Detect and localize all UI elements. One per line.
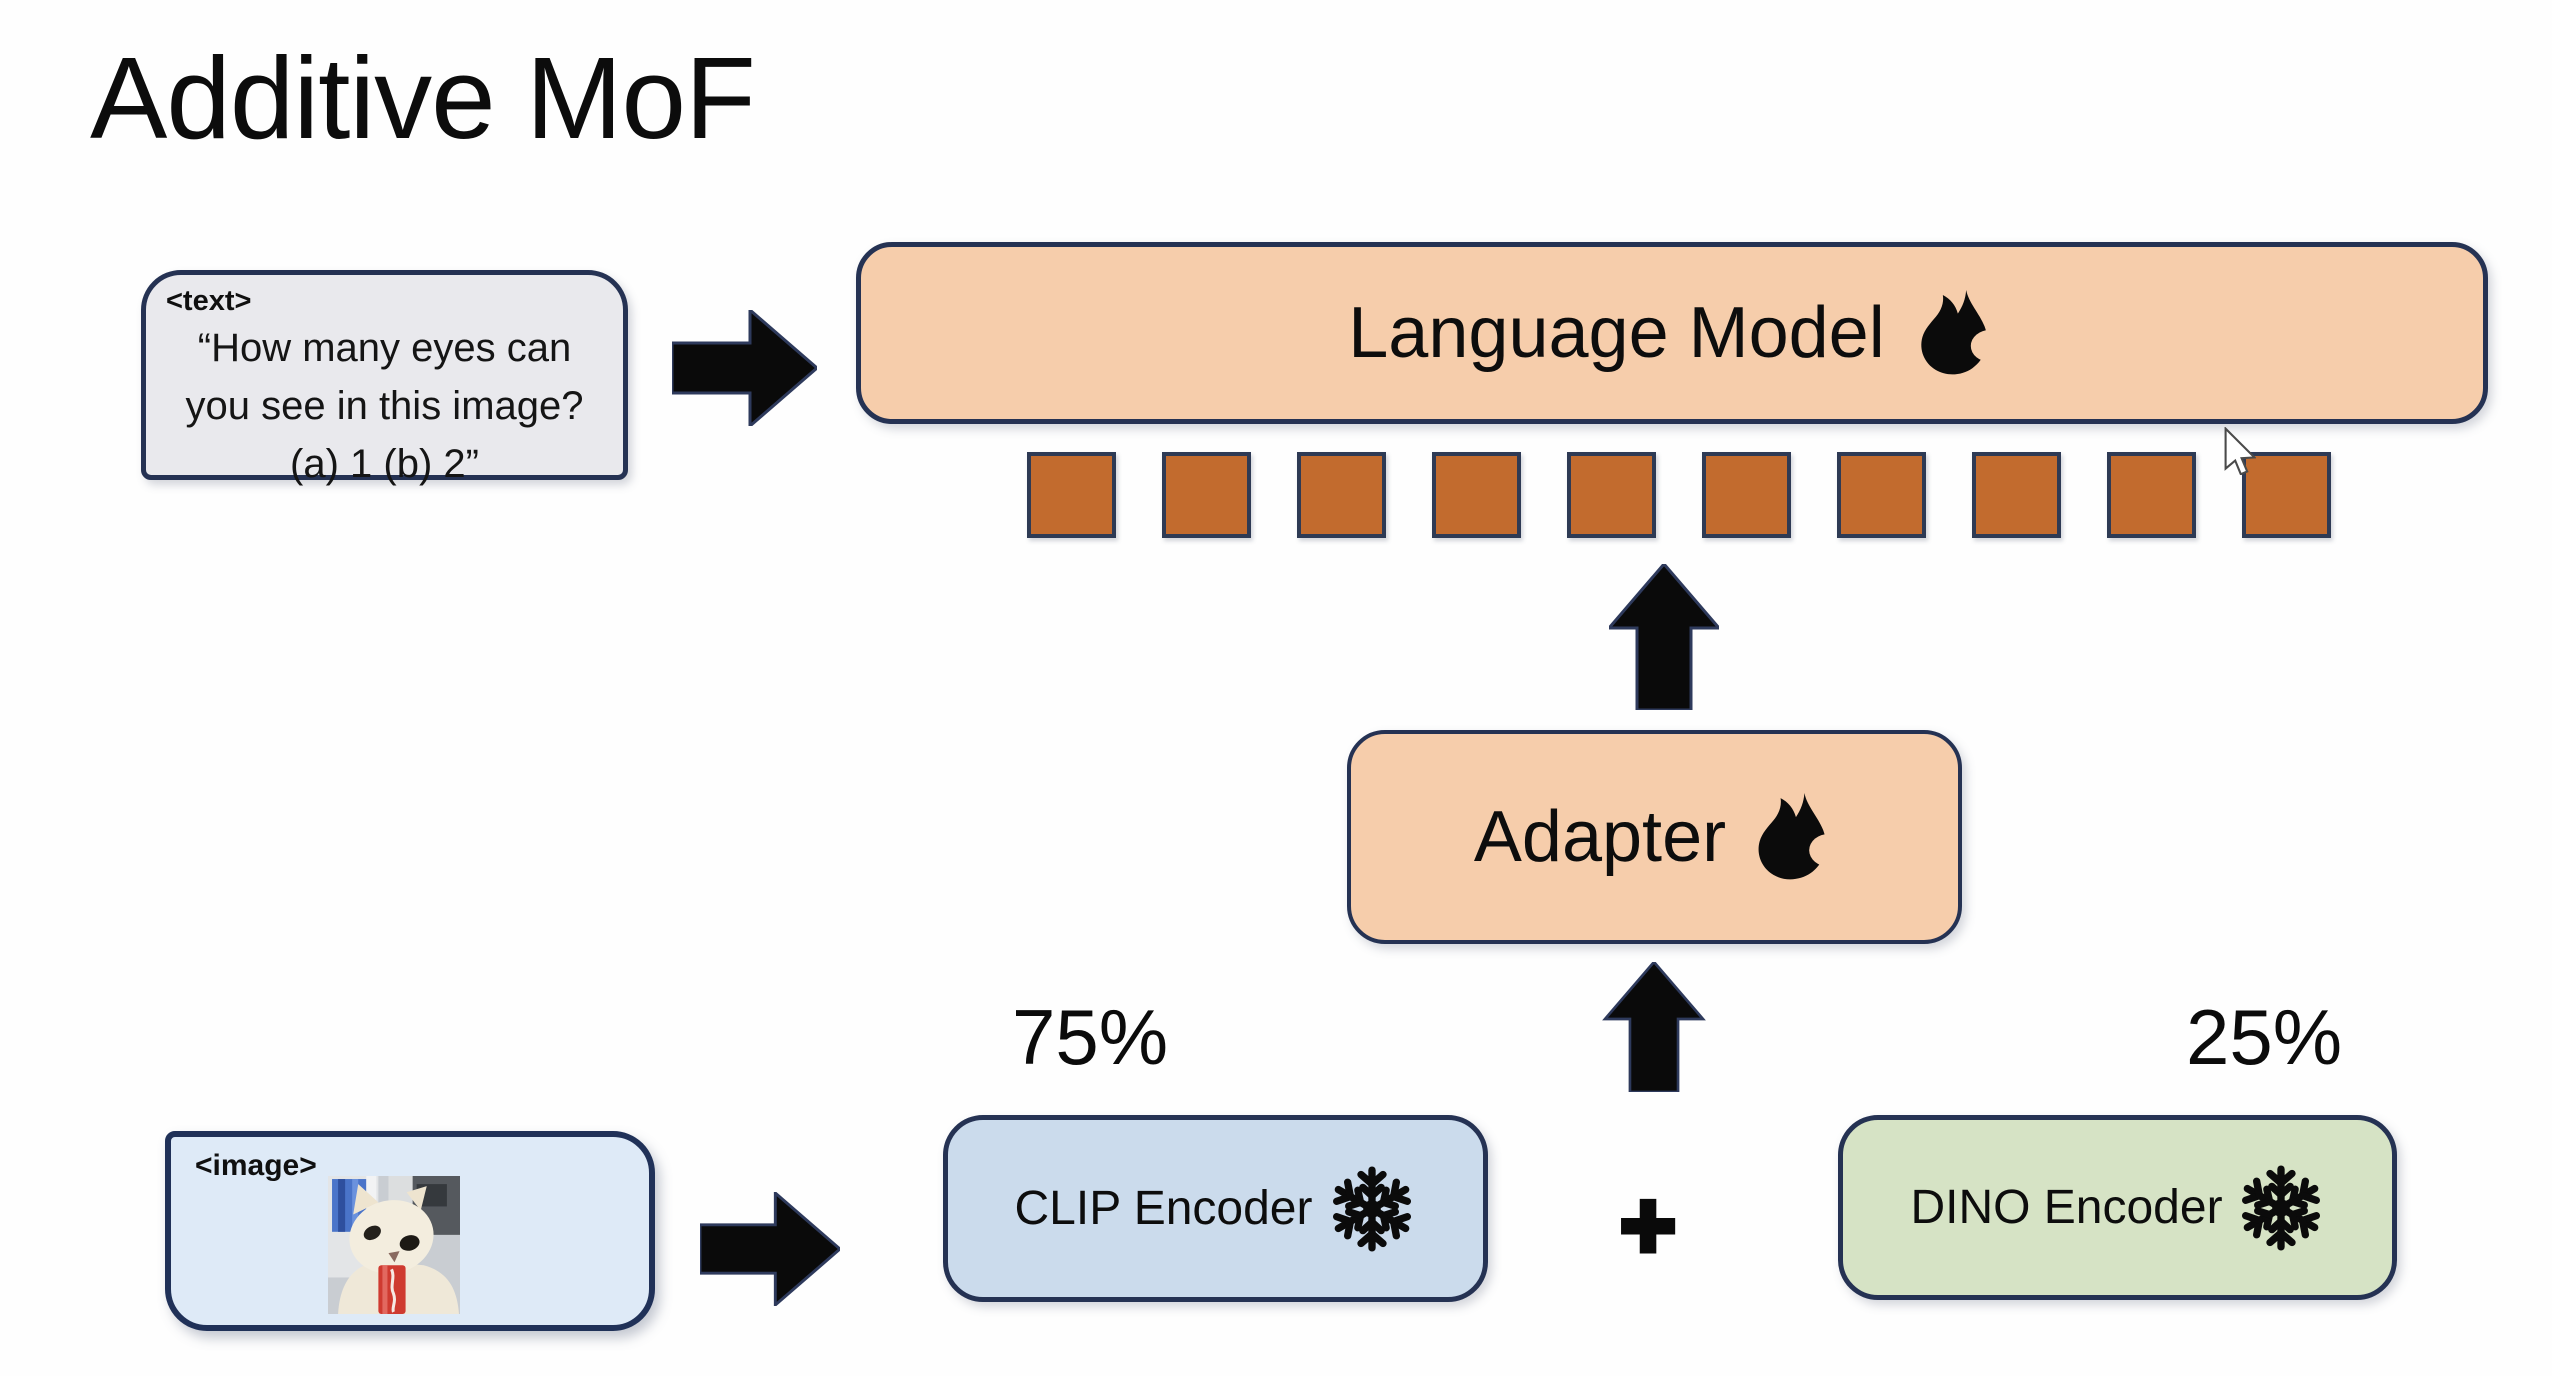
token-square	[1027, 452, 1116, 538]
right-arrow-icon	[700, 1192, 840, 1306]
token-square	[1432, 452, 1521, 538]
token-square	[1162, 452, 1251, 538]
fire-icon	[1921, 290, 1996, 375]
token-square	[1972, 452, 2061, 538]
right-arrow-icon	[672, 310, 817, 426]
slide-title: Additive MoF	[90, 33, 756, 163]
up-arrow-icon	[1602, 962, 1706, 1092]
token-row	[1027, 452, 2331, 538]
mouse-cursor-icon	[2224, 427, 2256, 475]
image-input-box: <image>	[165, 1131, 655, 1331]
adapter-box: Adapter	[1347, 730, 1962, 944]
text-prompt-line: (a) 1 (b) 2”	[290, 442, 479, 486]
text-prompt-content: “How many eyes can you see in this image…	[146, 319, 623, 493]
token-square	[2107, 452, 2196, 538]
dino-weight-label: 25%	[2185, 993, 2343, 1081]
text-prompt-line: you see in this image?	[185, 384, 584, 428]
up-arrow-icon	[1609, 564, 1719, 710]
clip-encoder-box: CLIP Encoder	[943, 1115, 1488, 1302]
language-model-box: Language Model	[856, 242, 2488, 424]
text-prompt-box: <text> “How many eyes can you see in thi…	[141, 270, 628, 486]
token-square	[1297, 452, 1386, 538]
snowflake-icon	[2237, 1164, 2325, 1252]
adapter-label: Adapter	[1473, 797, 1727, 877]
fire-icon	[1758, 793, 1836, 880]
text-tag-label: <text>	[166, 285, 252, 317]
token-square	[1837, 452, 1926, 538]
snowflake-icon	[1328, 1165, 1416, 1253]
clip-weight-label: 75%	[1011, 993, 1169, 1081]
clip-encoder-label: CLIP Encoder	[1014, 1182, 1313, 1235]
image-tag-label: <image>	[195, 1149, 317, 1182]
dino-encoder-label: DINO Encoder	[1910, 1181, 2223, 1234]
text-prompt-line: “How many eyes can	[197, 326, 572, 370]
language-model-label: Language Model	[1348, 293, 1885, 373]
token-square	[1702, 452, 1791, 538]
token-square	[1567, 452, 1656, 538]
plus-operator: +	[1617, 1172, 1679, 1279]
token-square	[2242, 452, 2331, 538]
cat-image	[328, 1176, 460, 1314]
dino-encoder-box: DINO Encoder	[1838, 1115, 2397, 1300]
